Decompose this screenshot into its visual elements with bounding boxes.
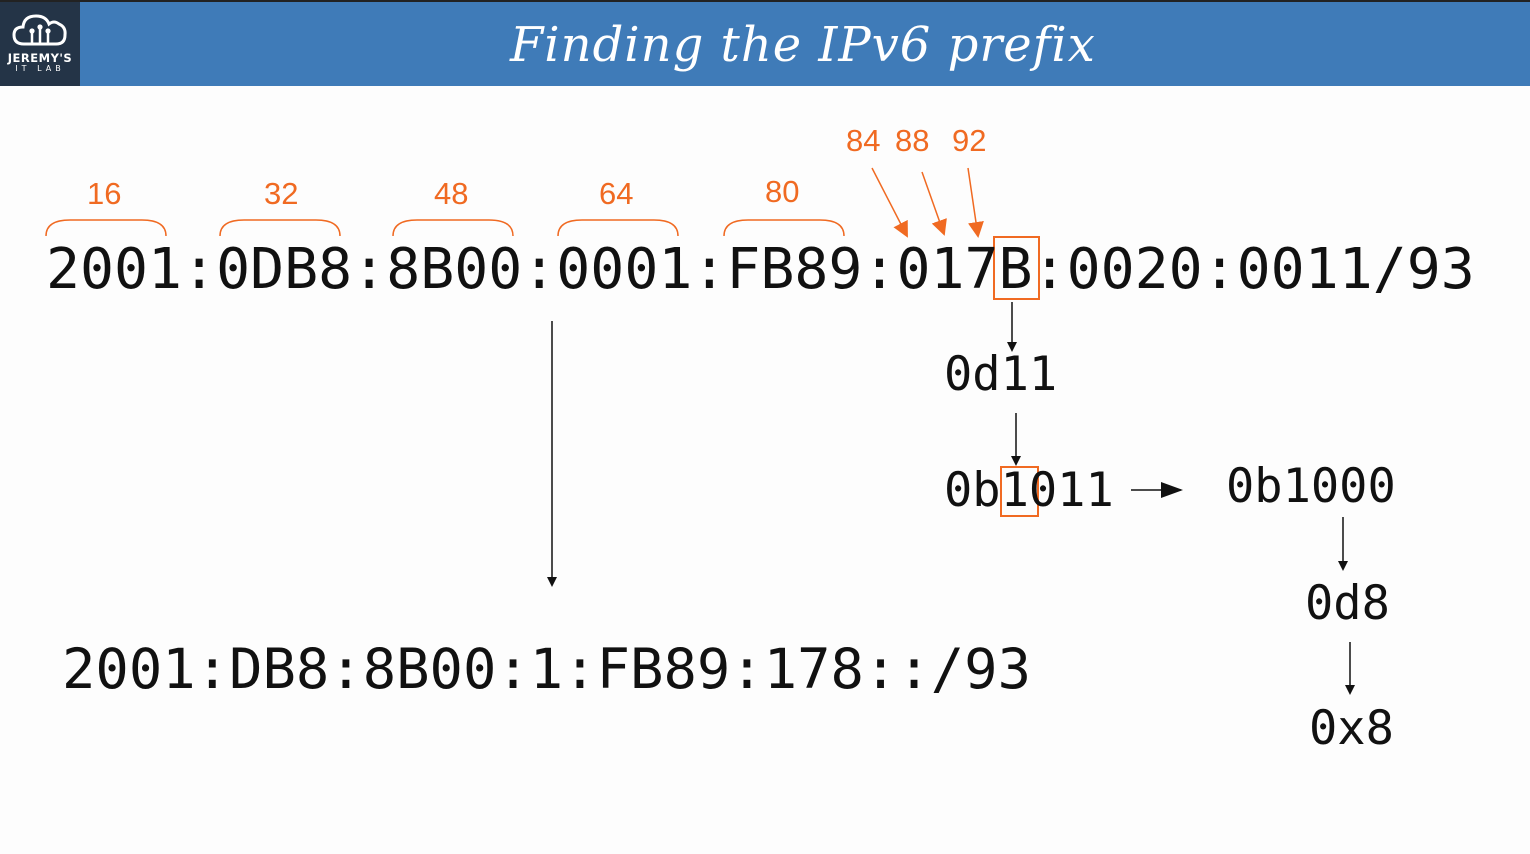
logo: JEREMY'S IT LAB — [0, 2, 80, 86]
decimal-masked-value: 0d8 — [1305, 576, 1390, 631]
binary-masked-value: 0b1000 — [1226, 459, 1396, 514]
decimal-value: 0d11 — [944, 347, 1058, 402]
nibble-marker-88: 88 — [895, 123, 930, 158]
logo-title: JEREMY'S — [7, 51, 73, 65]
hex-masked-value: 0x8 — [1309, 701, 1394, 756]
bit-marker-32: 32 — [264, 176, 299, 211]
cloud-network-icon — [12, 14, 67, 46]
nibble-marker-92: 92 — [952, 123, 987, 158]
address-segment-6: 017 — [896, 237, 999, 302]
bit-marker-64: 64 — [599, 176, 634, 211]
binary-prefix: 0b — [944, 463, 1001, 518]
brace-16 — [45, 219, 167, 237]
address-segment-3: 8B00: — [386, 237, 557, 302]
header-bar: JEREMY'S IT LAB Finding the IPv6 prefix — [0, 0, 1530, 86]
bit-marker-16: 16 — [87, 176, 122, 211]
address-segment-5: FB89: — [726, 237, 897, 302]
brace-48 — [392, 219, 514, 237]
nibble-marker-84: 84 — [846, 123, 881, 158]
arrow-88 — [921, 171, 947, 236]
logo-subtitle: IT LAB — [15, 64, 65, 73]
arrow-92 — [967, 167, 984, 238]
brace-64 — [557, 219, 679, 237]
address-segment-4: 0001: — [556, 237, 727, 302]
brace-32 — [219, 219, 341, 237]
highlight-box-b — [993, 236, 1040, 300]
bit-marker-48: 48 — [434, 176, 469, 211]
address-segment-1: 2001: — [46, 237, 217, 302]
bit-marker-80: 80 — [765, 174, 800, 209]
arrow-84 — [871, 167, 908, 238]
page-title: Finding the IPv6 prefix — [510, 17, 1096, 73]
address-tail: :0020:0011/93 — [1032, 237, 1475, 302]
highlighted-digit: B — [998, 237, 1033, 302]
address-segment-2: 0DB8: — [216, 237, 387, 302]
brace-80 — [723, 219, 845, 237]
highlight-box-bit — [1000, 466, 1039, 517]
result-prefix: 2001:DB8:8B00:1:FB89:178::/93 — [62, 637, 1032, 702]
full-ipv6-address: 2001:0DB8:8B00:0001:FB89:017B:0020:0011/… — [46, 238, 1475, 302]
binary-rest: 011 — [1028, 463, 1114, 518]
binary-highlight-bit: 1 — [1000, 463, 1029, 518]
binary-value: 0b1011 — [944, 464, 1114, 518]
